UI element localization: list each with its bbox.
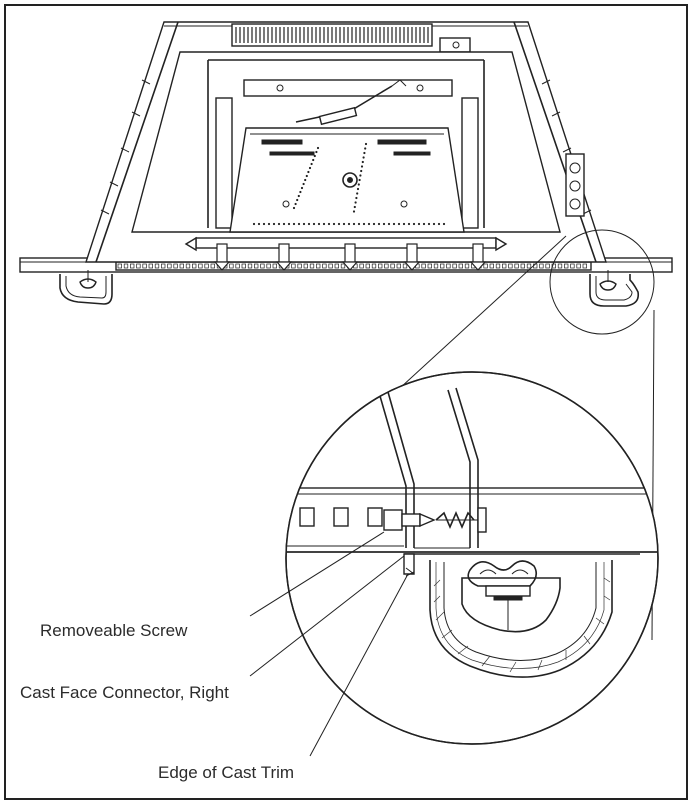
junction-boxes	[565, 153, 585, 217]
callout-label-edge-of-cast-trim: Edge of Cast Trim	[158, 763, 294, 782]
figure-border	[4, 4, 688, 800]
wing-nut	[467, 560, 538, 630]
callout-cast-face-connector: Cast Face Connector, Right	[20, 555, 405, 702]
removeable-screw-part	[383, 507, 487, 533]
callout-edge-of-cast-trim: Edge of Cast Trim	[158, 573, 409, 782]
corner-bracket-right	[589, 270, 640, 307]
detail-reference-circle	[549, 229, 655, 335]
cast-trim-section	[429, 560, 613, 678]
blower-unit	[231, 23, 471, 53]
callout-label-removeable-screw: Removeable Screw	[40, 621, 188, 640]
detail-zoom-view	[285, 371, 659, 745]
corner-bracket-left	[59, 270, 113, 305]
front-fastener-row	[184, 236, 508, 271]
front-screws	[213, 243, 487, 271]
callout-label-cast-face-connector: Cast Face Connector, Right	[20, 683, 229, 702]
burner-tray	[229, 79, 465, 233]
burner-port-dots	[252, 142, 446, 226]
blower-grille	[235, 27, 429, 43]
fireplace-top-view	[19, 21, 673, 335]
callout-removeable-screw: Removeable Screw	[40, 531, 385, 640]
